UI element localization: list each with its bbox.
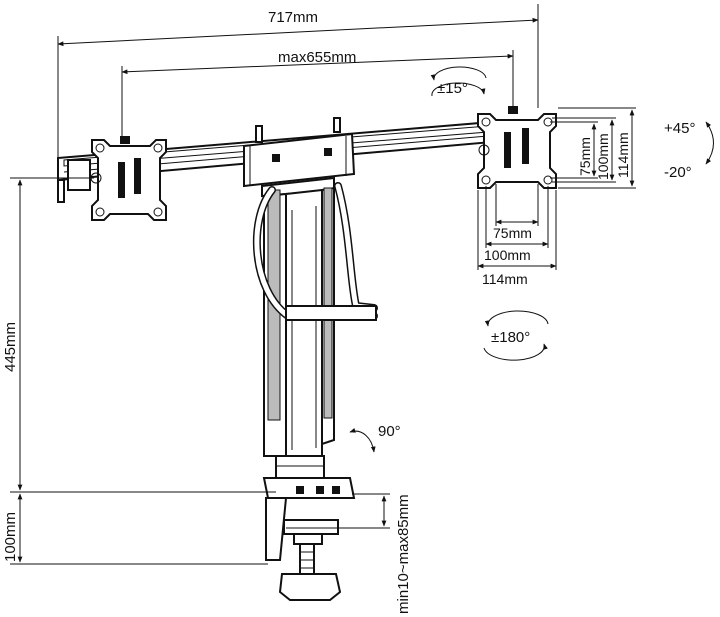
pan-rotation-label: ±180° — [491, 329, 530, 346]
arm-swivel-label: 90° — [378, 423, 401, 440]
desk-clamp — [262, 455, 356, 601]
overall-width-label: 717mm — [268, 9, 318, 26]
max-span-label: max655mm — [278, 49, 356, 66]
tilt-rotation-indicator: ±15° — [430, 66, 487, 97]
arm-swivel-indicator: 90° — [349, 423, 401, 453]
desk-thickness-dimension: min10~max85mm — [336, 493, 412, 614]
vesa-v-75-label: 75mm — [577, 137, 593, 176]
desk-thickness-label: min10~max85mm — [395, 494, 412, 614]
tilt-down-label: -20° — [664, 164, 692, 181]
vesa-vertical-dimensions: 75mm 100mm 114mm — [550, 107, 636, 189]
pan-rotation-indicator: ±180° — [483, 310, 549, 361]
overall-width-dimension: 717mm — [57, 4, 539, 160]
tilt-rotation-label: ±15° — [437, 80, 468, 97]
max-span-dimension: max655mm — [121, 49, 514, 138]
center-head-block — [243, 117, 356, 188]
vesa-h-114-label: 114mm — [482, 271, 528, 287]
tilt-angle-indicator: +45° -20° — [664, 120, 714, 181]
tilt-up-label: +45° — [664, 120, 695, 137]
vesa-h-100-label: 100mm — [484, 247, 531, 263]
vesa-v-100-label: 100mm — [595, 133, 611, 180]
left-vesa-plate — [90, 136, 167, 221]
clamp-depth-dimension: 100mm — [2, 493, 268, 565]
vesa-v-114-label: 114mm — [615, 132, 631, 178]
carry-handle — [252, 182, 378, 321]
vesa-horizontal-dimensions: 75mm 100mm 114mm — [477, 184, 557, 287]
clamp-depth-label: 100mm — [2, 512, 19, 562]
right-vesa-plate — [477, 106, 557, 189]
pole-height-label: 445mm — [2, 322, 19, 372]
pole-height-dimension: 445mm — [2, 177, 276, 493]
vesa-h-75-label: 75mm — [493, 225, 532, 241]
